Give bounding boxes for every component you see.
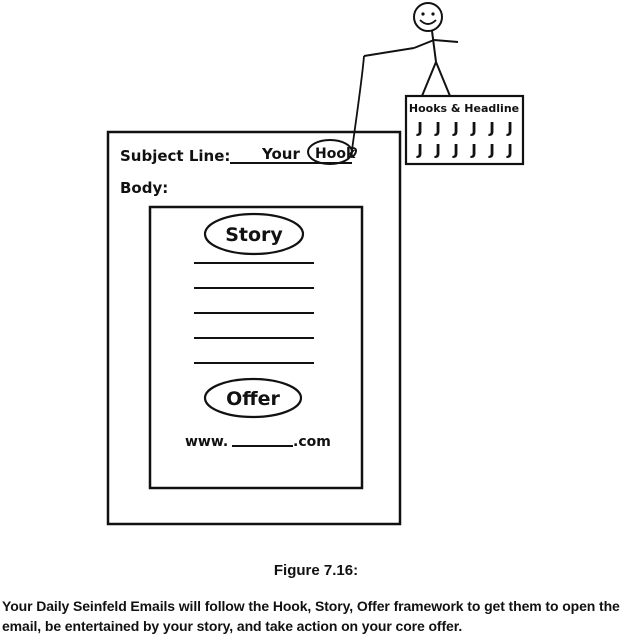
hook-icon: J [506,119,513,137]
story-oval [203,212,305,256]
subject-line-label: Subject Line: [120,147,230,165]
hook-tail-icon [350,147,357,158]
hook-icon: J [470,119,477,137]
hook-icon: J [434,119,441,137]
hook-icon: J [452,141,459,159]
figure-label: Figure 7.16: [273,562,359,579]
offer-oval [203,377,303,419]
hook-icons-row-2: J J J J J J [416,141,513,159]
hook-circle [307,139,353,165]
body-box [148,205,364,490]
hooks-headline-sign [404,94,525,166]
hook-icon: J [416,119,423,137]
fishing-rod [363,47,415,57]
hook-icon: J [488,119,495,137]
hook-icon: J [470,141,477,159]
story-label: Story [225,224,283,246]
hook-word: Hook [315,146,356,162]
hook-icon: J [416,141,423,159]
url-suffix: .com [293,434,331,450]
stick-figure-icon [413,2,459,97]
url-prefix: www. [185,434,228,450]
subject-line-value: Your [261,145,300,163]
body-label: Body: [120,179,168,197]
offer-label: Offer [226,388,280,410]
sign-title: Hooks & Headline [409,102,519,115]
email-frame [106,130,402,526]
hook-icon: J [488,141,495,159]
hook-icon: J [452,119,459,137]
hook-icon: J [506,141,513,159]
hook-icon: J [434,141,441,159]
diagram-figure: Subject Line: Your Hook Body: Story Offe… [106,2,525,526]
hook-icons-row-1: J J J J J J [416,119,513,137]
figure-caption: Your Daily Seinfeld Emails will follow t… [2,598,620,634]
fishing-line [351,55,365,151]
